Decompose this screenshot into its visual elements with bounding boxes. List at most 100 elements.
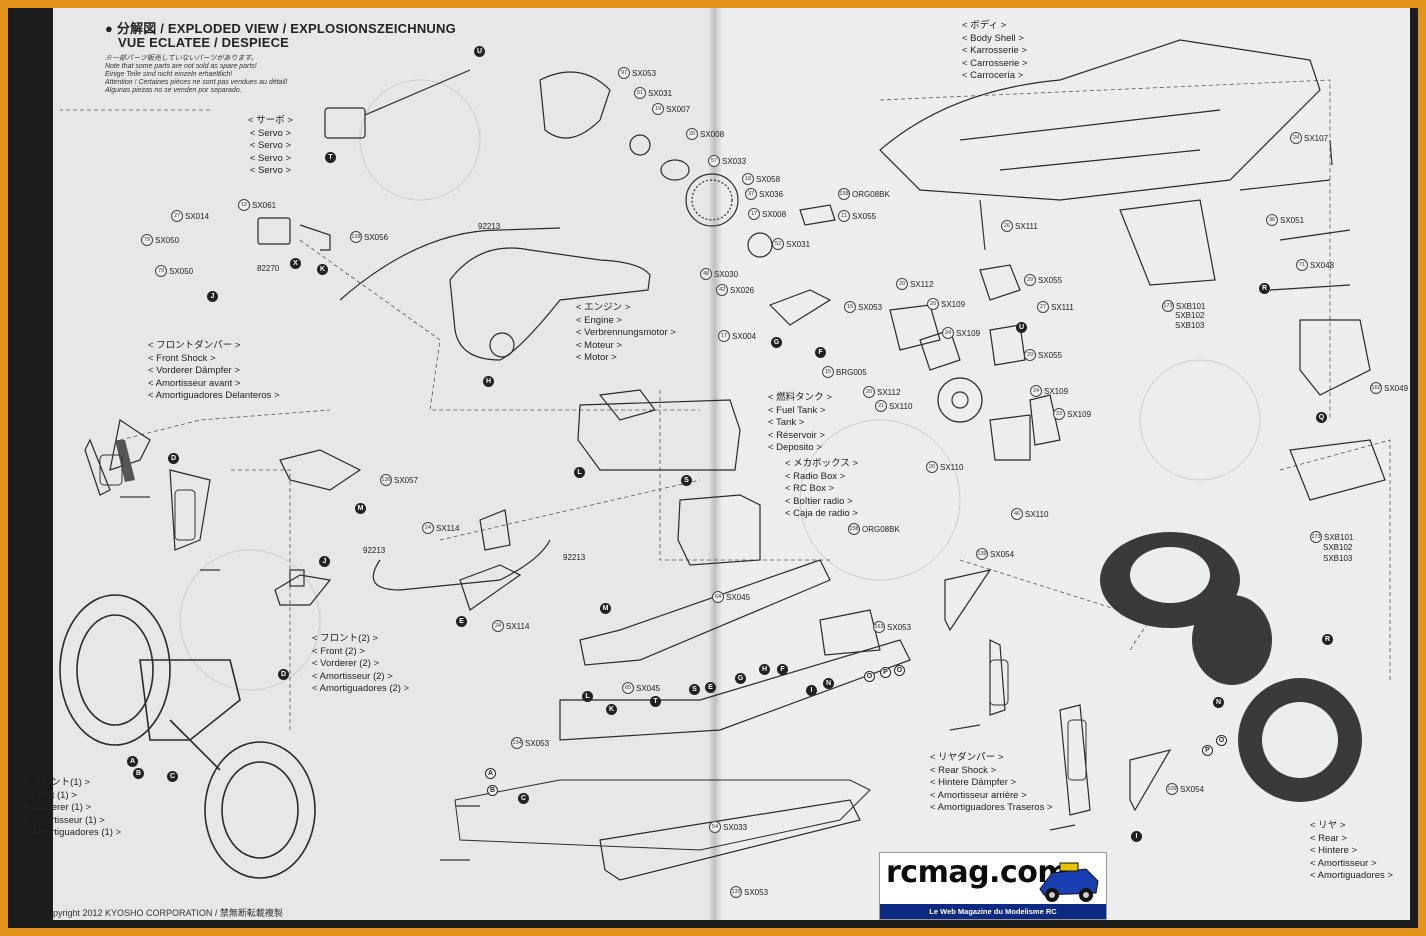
label-line: < Motor >: [576, 352, 617, 363]
rcmag-logo-text: rcmag.com: [886, 855, 1069, 890]
part-number: 173: [1310, 531, 1322, 543]
part-number: 52: [772, 238, 784, 250]
part-number: 20: [927, 298, 939, 310]
label-line: < Boîtier radio >: [785, 495, 853, 507]
rcmag-tagline: Le Web Magazine du Modelisme RC: [880, 904, 1106, 919]
connector-letter-p: P: [880, 667, 891, 678]
part-code: 82270: [257, 264, 280, 273]
part-code: 92213: [563, 553, 586, 562]
label-line: < Vorderer (1) >: [24, 802, 92, 813]
part-code: SX053: [744, 887, 769, 897]
label-line: < エンジン >: [576, 302, 631, 313]
connector-letter-h2: H: [759, 664, 770, 675]
copyright-text: pyright 2012 KYOSHO CORPORATION / 禁無断転載複…: [53, 908, 283, 918]
connector-letter-j: J: [207, 291, 218, 302]
part-number: 24: [942, 327, 954, 339]
part-code: SX030: [714, 269, 739, 279]
part-code: SX110: [1025, 509, 1049, 519]
label-line: < ボディ >: [962, 20, 1007, 31]
part-code: SX054: [1180, 784, 1205, 794]
bullet-icon: ●: [105, 21, 117, 36]
part-number: 109: [1166, 783, 1178, 795]
part-code: ORG08BK: [852, 189, 890, 199]
connector-letter-a2: A: [485, 768, 496, 779]
connector-letter-m: M: [355, 503, 366, 514]
part-number: 15: [844, 301, 856, 313]
part-code: SX045: [726, 592, 751, 602]
connector-letter-f: F: [777, 664, 788, 675]
part-code: SX053: [887, 622, 912, 632]
connector-letter-l2: L: [582, 691, 593, 702]
part-code: SX053: [632, 68, 657, 78]
connector-letter-g: G: [735, 673, 746, 684]
fuel-tank-label: < 燃料タンク > < Fuel Tank > < Tank > < Réser…: [768, 392, 832, 455]
label-line: < リヤダンパー >: [930, 752, 1004, 763]
connector-letter-d: D: [168, 453, 179, 464]
connector-letter-n: N: [823, 678, 834, 689]
rcmag-watermark[interactable]: rcmag.com Le Web Magazine du Modelisme R…: [879, 852, 1107, 920]
connector-letter-k2: K: [606, 704, 617, 715]
label-line: < Amortisseur avant >: [148, 377, 241, 389]
part-code: SX058: [756, 174, 781, 184]
part-number: 17: [718, 330, 730, 342]
page-subtitle: VUE ECLATEE / DESPIECE: [118, 35, 290, 50]
front-2-label: < フロント(2) > < Front (2) > < Vorderer (2)…: [312, 633, 409, 696]
part-code: SX110: [889, 401, 913, 411]
part-code: SX054: [990, 549, 1015, 559]
part-code: SXB102: [1175, 311, 1205, 320]
part-code: SX049: [1384, 383, 1409, 393]
label-line: < サーボ >: [248, 115, 293, 126]
part-number: 18: [742, 173, 754, 185]
connector-letter-b2: B: [487, 785, 498, 796]
part-code: SX114: [436, 523, 460, 533]
spare-parts-note: ※一部パーツ販売していないパーツがあります。 Note that some pa…: [105, 55, 288, 95]
note-line: Note that some parts are not sold as spa…: [105, 63, 257, 70]
part-number: 29: [1024, 349, 1036, 361]
label-line: < Hintere >: [1310, 845, 1357, 856]
part-number: 57: [708, 155, 720, 167]
connector-letter-e2: E: [705, 682, 716, 693]
part-code: ORG08BK: [862, 524, 900, 534]
rear-label: < リヤ > < Rear > < Hintere > < Amortisseu…: [1310, 820, 1393, 883]
label-line: < RC Box >: [785, 483, 835, 494]
part-callout: SXB102: [1175, 311, 1204, 320]
label-line: < Servo >: [249, 152, 292, 164]
engine-label: < エンジン > < Engine > < Verbrennungsmotor …: [576, 302, 676, 365]
part-number: 158: [838, 188, 850, 200]
connector-letter-b: B: [133, 768, 144, 779]
part-number: 15: [822, 366, 834, 378]
servo-label: < サーボ > < Servo > < Servo > < Servo > < …: [248, 115, 293, 178]
label-line: < Engine >: [576, 314, 622, 326]
part-number: 24: [1030, 385, 1042, 397]
label-line: < フロントダンパー >: [148, 340, 241, 351]
part-number: 23: [1053, 408, 1065, 420]
part-number: 26: [1001, 220, 1013, 232]
label-line: < リヤ >: [1310, 820, 1346, 831]
connector-letter-o: O: [864, 671, 875, 682]
part-code: SXB102: [1323, 543, 1353, 552]
label-line: < Front Shock >: [148, 352, 216, 364]
connector-letter-u: U: [474, 46, 485, 57]
connector-letter-e: E: [456, 616, 467, 627]
part-code: SX050: [169, 266, 194, 276]
label-line: < フロント(1) >: [24, 777, 90, 788]
connector-letter-n2: N: [1213, 697, 1224, 708]
connector-letter-s: S: [681, 475, 692, 486]
